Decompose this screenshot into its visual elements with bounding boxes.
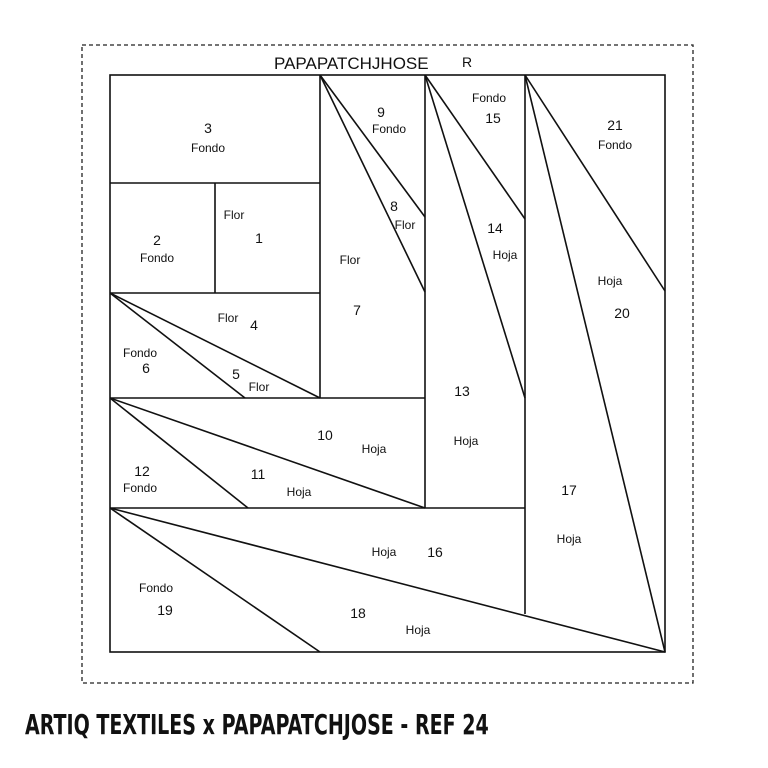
cutting-margin-dashed-border bbox=[81, 44, 694, 684]
piece-2-number: 2 bbox=[153, 232, 161, 248]
piece-14-number: 14 bbox=[487, 220, 503, 236]
piece-10-fabric: Hoja bbox=[362, 442, 387, 456]
piece-3-number: 3 bbox=[204, 120, 212, 136]
piece-15-number: 15 bbox=[485, 110, 501, 126]
piece-9-number: 9 bbox=[377, 104, 385, 120]
piece-4-number: 4 bbox=[250, 317, 258, 333]
piece-5-number: 5 bbox=[232, 366, 240, 382]
diagonal-seam bbox=[424, 74, 526, 399]
piece-9-fabric: Fondo bbox=[372, 122, 406, 136]
piece-18-fabric: Hoja bbox=[406, 623, 431, 637]
diagonal-seam bbox=[319, 74, 426, 293]
piece-7-fabric: Flor bbox=[340, 253, 361, 267]
diagonal-seam bbox=[109, 507, 321, 653]
piece-7-number: 7 bbox=[353, 302, 361, 318]
piece-4-fabric: Flor bbox=[218, 311, 239, 325]
piece-15-fabric: Fondo bbox=[472, 91, 506, 105]
footer-caption: ARTIQ TEXTILES x PAPAPATCHJOSE - REF 24 bbox=[25, 708, 489, 741]
piece-12-number: 12 bbox=[134, 463, 150, 479]
piece-21-fabric: Fondo bbox=[598, 138, 632, 152]
piece-16-fabric: Hoja bbox=[372, 545, 397, 559]
piece-17-fabric: Hoja bbox=[557, 532, 582, 546]
piece-17-number: 17 bbox=[561, 482, 577, 498]
diagonal-seam bbox=[319, 74, 426, 218]
piece-19-fabric: Fondo bbox=[139, 581, 173, 595]
diagonal-seam bbox=[524, 74, 666, 653]
piece-6-fabric: Fondo bbox=[123, 346, 157, 360]
diagonal-seam bbox=[524, 74, 666, 292]
diagonal-seam bbox=[109, 397, 426, 509]
piece-14-fabric: Hoja bbox=[493, 248, 518, 262]
piece-6-number: 6 bbox=[142, 360, 150, 376]
piece-1-number: 1 bbox=[255, 230, 263, 246]
piece-20-number: 20 bbox=[614, 305, 630, 321]
piece-12-fabric: Fondo bbox=[123, 481, 157, 495]
pattern-title: PAPAPATCHJHOSE bbox=[274, 54, 429, 73]
title-mark: R bbox=[462, 54, 472, 70]
piece-11-fabric: Hoja bbox=[287, 485, 312, 499]
piece-8-number: 8 bbox=[390, 198, 398, 214]
piece-5-fabric: Flor bbox=[249, 380, 270, 394]
piece-8-fabric: Flor bbox=[395, 218, 416, 232]
piece-19-number: 19 bbox=[157, 602, 173, 618]
piece-20-fabric: Hoja bbox=[598, 274, 623, 288]
piece-13-fabric: Hoja bbox=[454, 434, 479, 448]
piece-18-number: 18 bbox=[350, 605, 366, 621]
piece-10-number: 10 bbox=[317, 427, 333, 443]
diagonal-seam bbox=[424, 74, 526, 220]
piece-2-fabric: Fondo bbox=[140, 251, 174, 265]
piece-13-number: 13 bbox=[454, 383, 470, 399]
diagonal-seam bbox=[109, 292, 246, 399]
outer-square bbox=[109, 74, 666, 653]
diagonal-seam bbox=[109, 507, 666, 653]
piece-1-fabric: Flor bbox=[224, 208, 245, 222]
piece-labels: 3 Fondo 2 Fondo Flor 1 Flor 4 Fondo 6 5 … bbox=[123, 91, 632, 637]
piece-11-number: 11 bbox=[251, 466, 266, 482]
block-outline bbox=[109, 74, 666, 653]
diagonal-seam bbox=[109, 292, 321, 399]
piece-16-number: 16 bbox=[427, 544, 443, 560]
piece-21-number: 21 bbox=[607, 117, 623, 133]
piece-3-fabric: Fondo bbox=[191, 141, 225, 155]
diagonal-seam bbox=[109, 397, 249, 509]
